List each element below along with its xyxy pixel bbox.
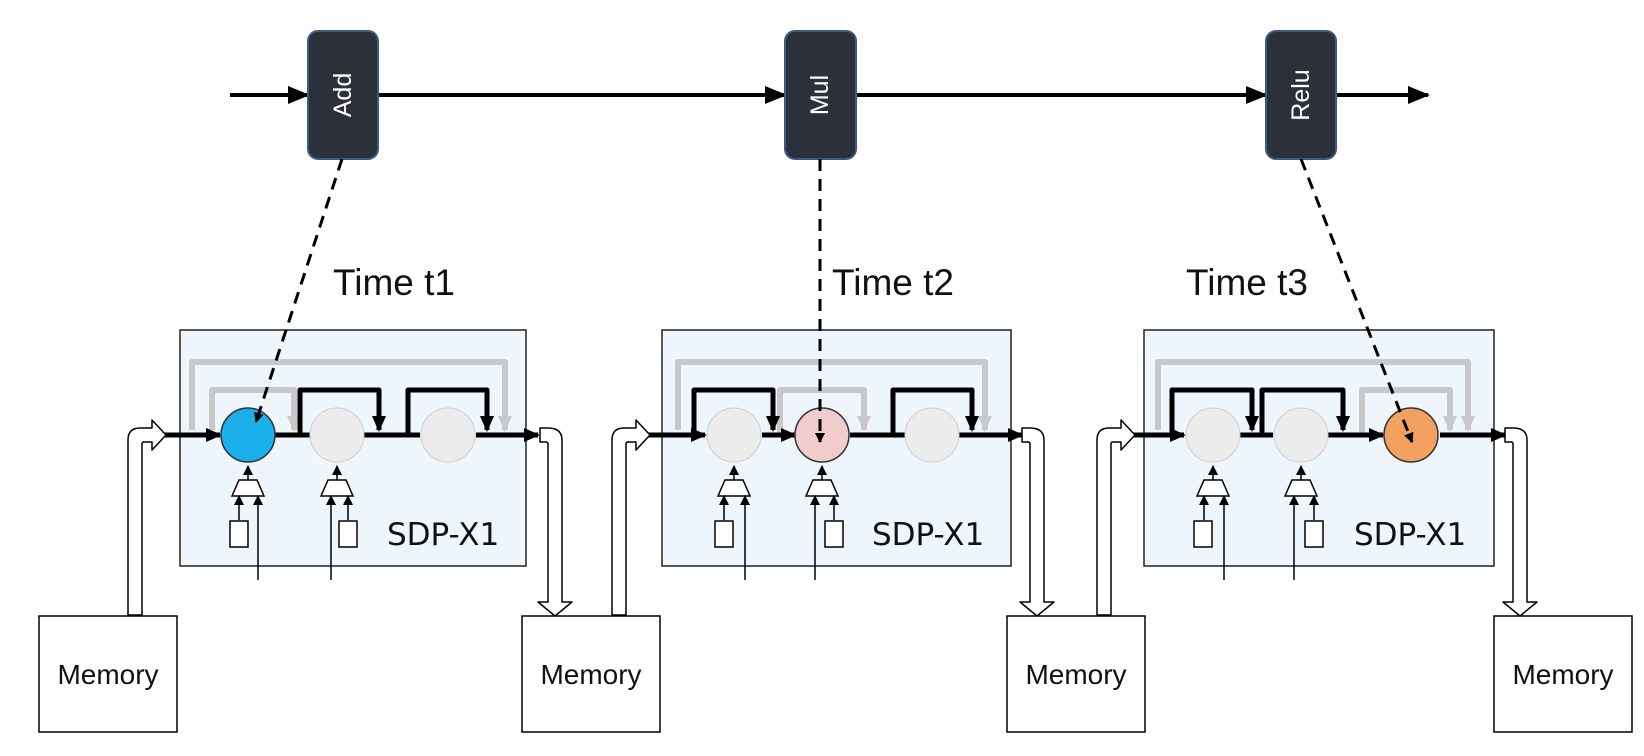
unit-label: SDP-X1 [1354, 517, 1466, 553]
main-path [645, 387, 1024, 442]
op-label-mul: Mul [806, 75, 834, 115]
mux-icon [1193, 465, 1231, 580]
memory-label: Memory [1512, 659, 1613, 690]
time-label-t1: Time t1 [333, 262, 455, 303]
mux-icon [229, 465, 266, 580]
node-active-relu [1383, 407, 1439, 463]
bypass-paths [1155, 359, 1475, 435]
node-idle [1185, 407, 1241, 463]
main-path [1126, 387, 1507, 442]
memory-box: Memory [521, 615, 661, 733]
sdp-unit-t2: SDP-X1 [645, 329, 1024, 580]
node-idle [309, 407, 365, 463]
mux-icon [804, 465, 844, 580]
bypass-paths [675, 359, 992, 435]
node-idle [420, 407, 476, 463]
memory-links [127, 419, 1538, 617]
memory-box: Memory [38, 615, 178, 733]
op-label-relu: Relu [1287, 69, 1315, 120]
main-path [160, 387, 540, 442]
memory-label: Memory [540, 659, 641, 690]
node-idle [706, 407, 762, 463]
node-active-mul [794, 407, 850, 463]
op-box-add: Add [307, 30, 379, 160]
memory-box: Memory [1493, 615, 1633, 733]
node-idle [904, 407, 960, 463]
mapping-lines [254, 158, 1414, 443]
node-active-add [220, 407, 276, 463]
memory-label: Memory [57, 659, 158, 690]
op-box-relu: Relu [1265, 30, 1337, 160]
unit-label: SDP-X1 [387, 517, 499, 553]
bypass-paths [189, 359, 512, 432]
node-idle [1273, 407, 1329, 463]
time-label-t3: Time t3 [1186, 262, 1308, 303]
memory-label: Memory [1025, 659, 1126, 690]
memory-box: Memory [1006, 615, 1146, 733]
op-box-mul: Mul [784, 30, 857, 160]
unit-label: SDP-X1 [872, 517, 984, 553]
mux-icon [319, 465, 358, 580]
op-label-add: Add [329, 73, 357, 117]
mux-icon [714, 465, 752, 580]
sdp-unit-t1: SDP-X1 [160, 329, 540, 580]
sdp-unit-t3: SDP-X1 [1126, 329, 1507, 580]
time-label-t2: Time t2 [832, 262, 954, 303]
mux-icon [1283, 465, 1324, 580]
